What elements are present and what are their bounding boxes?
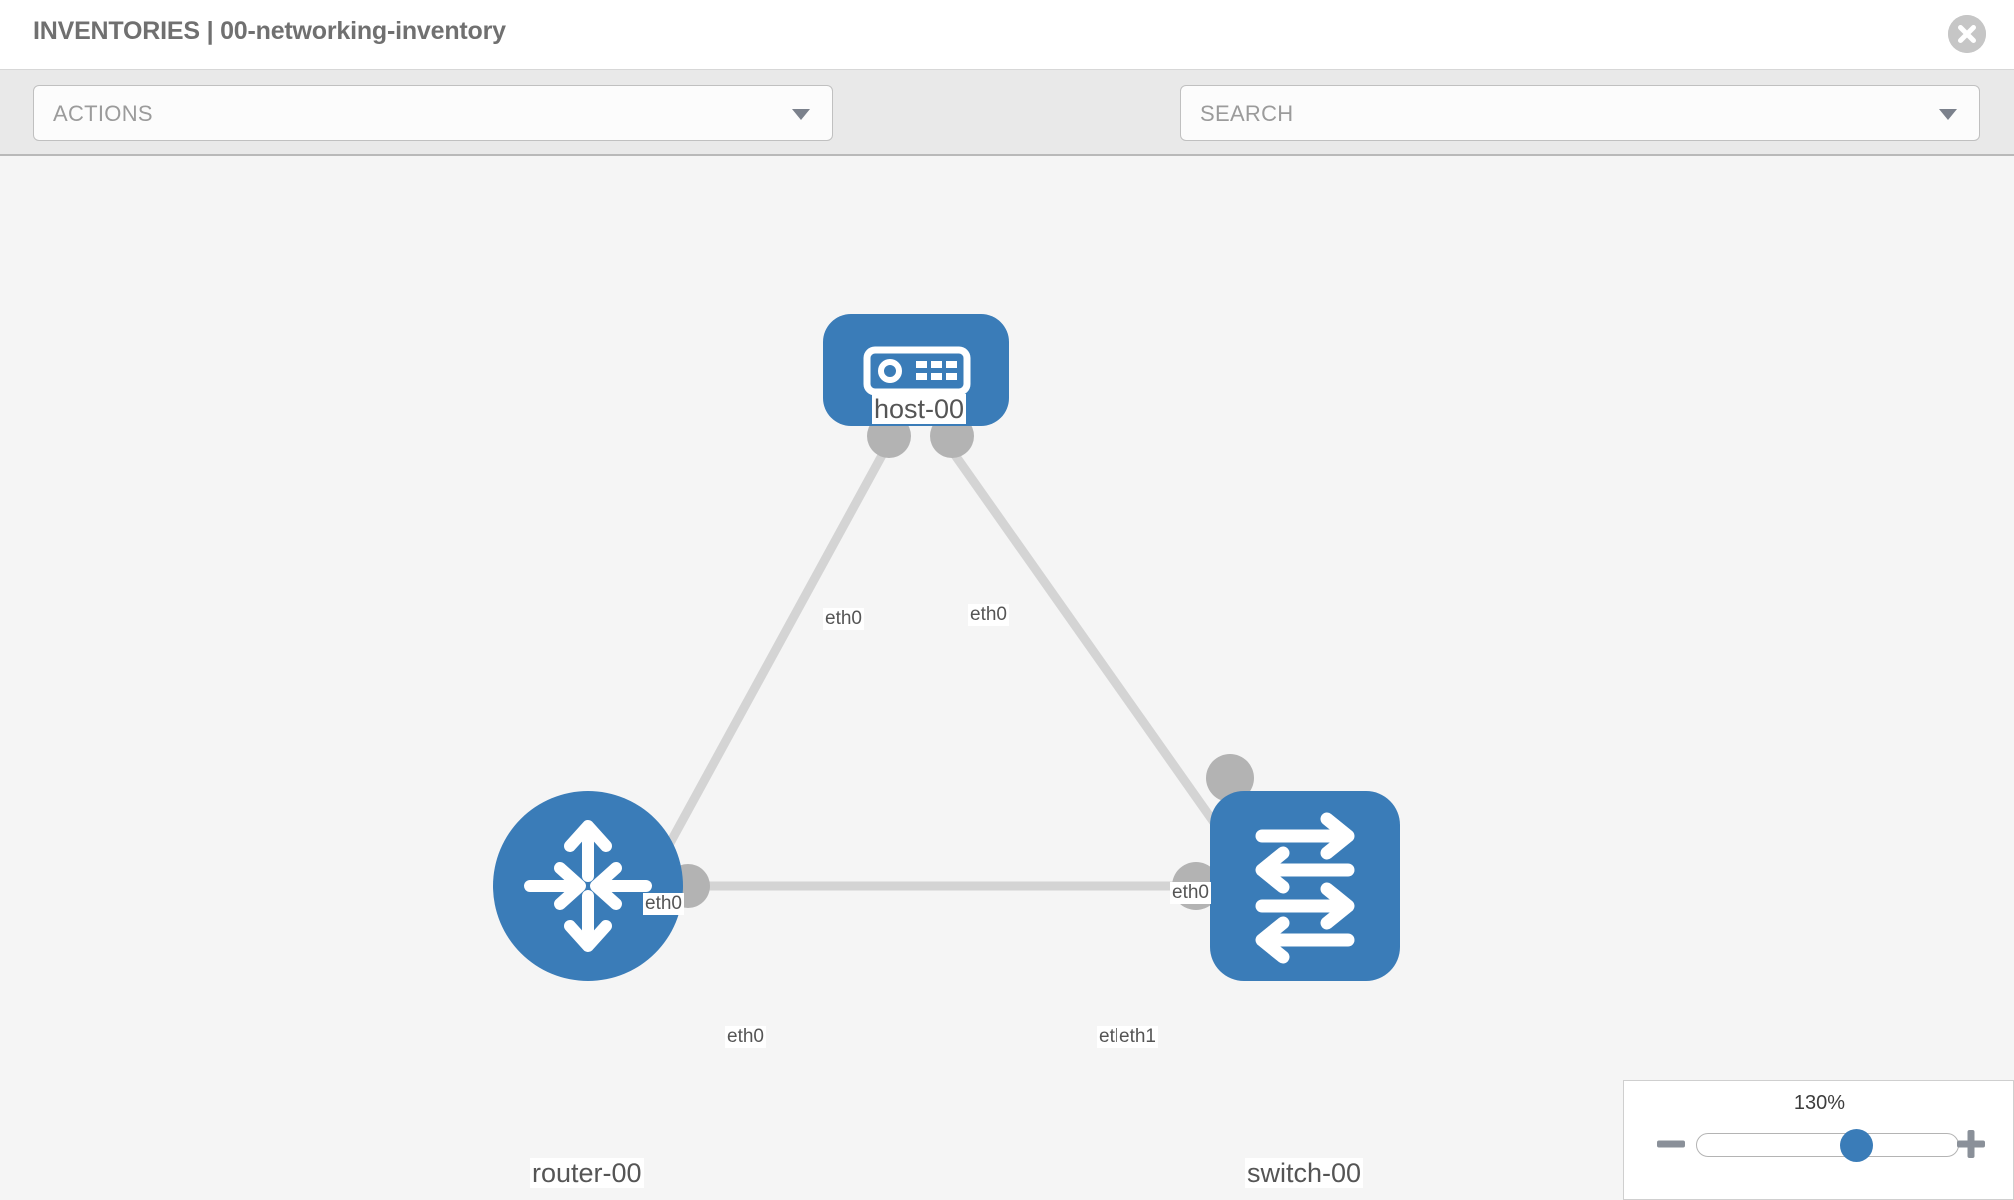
chevron-down-icon <box>792 109 810 120</box>
search-placeholder: SEARCH <box>1200 101 1294 126</box>
zoom-slider[interactable] <box>1696 1129 1959 1162</box>
switch-arrows-icon <box>1255 812 1355 964</box>
actions-dropdown-label: ACTIONS <box>53 101 153 126</box>
node-router-00 <box>493 791 683 981</box>
page-header: INVENTORIES | 00-networking-inventory <box>0 0 2014 70</box>
zoom-in-button[interactable] <box>1954 1127 1988 1161</box>
page-title: INVENTORIES | 00-networking-inventory <box>33 17 506 45</box>
zoom-level-label: 130% <box>1793 1092 1846 1114</box>
iface-label-host00-right[interactable]: eth0 <box>968 604 1009 626</box>
node-label-host-00[interactable]: host-00 <box>872 394 967 425</box>
router-arrows-icon <box>524 820 652 952</box>
zoom-panel: 130% <box>1623 1080 2014 1200</box>
node-label-switch-00[interactable]: switch-00 <box>1245 1158 1364 1189</box>
iface-label-host00-left[interactable]: eth0 <box>823 608 864 630</box>
zoom-slider-knob[interactable] <box>1840 1129 1874 1162</box>
topology-links <box>636 445 1229 901</box>
topology-graph <box>493 314 1400 981</box>
toolbar: ACTIONS SEARCH <box>0 70 2014 196</box>
node-label-router-00[interactable]: router-00 <box>530 1158 644 1189</box>
link-host00-switch00 <box>946 445 1229 841</box>
close-icon[interactable] <box>1948 15 1986 53</box>
chevron-down-icon[interactable] <box>1939 109 1957 120</box>
iface-label-switch00-uplink[interactable]: eth0 <box>1170 882 1211 904</box>
iface-label-switch00-eth1[interactable]: eth1 <box>1117 1026 1158 1048</box>
iface-label-router00-eth0[interactable]: eth0 <box>725 1026 766 1048</box>
actions-dropdown[interactable]: ACTIONS <box>33 85 833 141</box>
port-circle <box>1206 754 1254 802</box>
topology-ports <box>666 414 1254 910</box>
iface-label-router00-uplink[interactable]: eth0 <box>643 893 684 915</box>
link-host00-router00 <box>636 445 890 901</box>
search-input[interactable]: SEARCH <box>1180 85 1980 141</box>
node-switch-00 <box>1210 791 1400 981</box>
zoom-out-button[interactable] <box>1654 1127 1688 1161</box>
server-device-icon <box>863 346 971 396</box>
topology-canvas[interactable]: host-00 router-00 switch-00 eth0 eth0 et… <box>0 158 2014 1200</box>
